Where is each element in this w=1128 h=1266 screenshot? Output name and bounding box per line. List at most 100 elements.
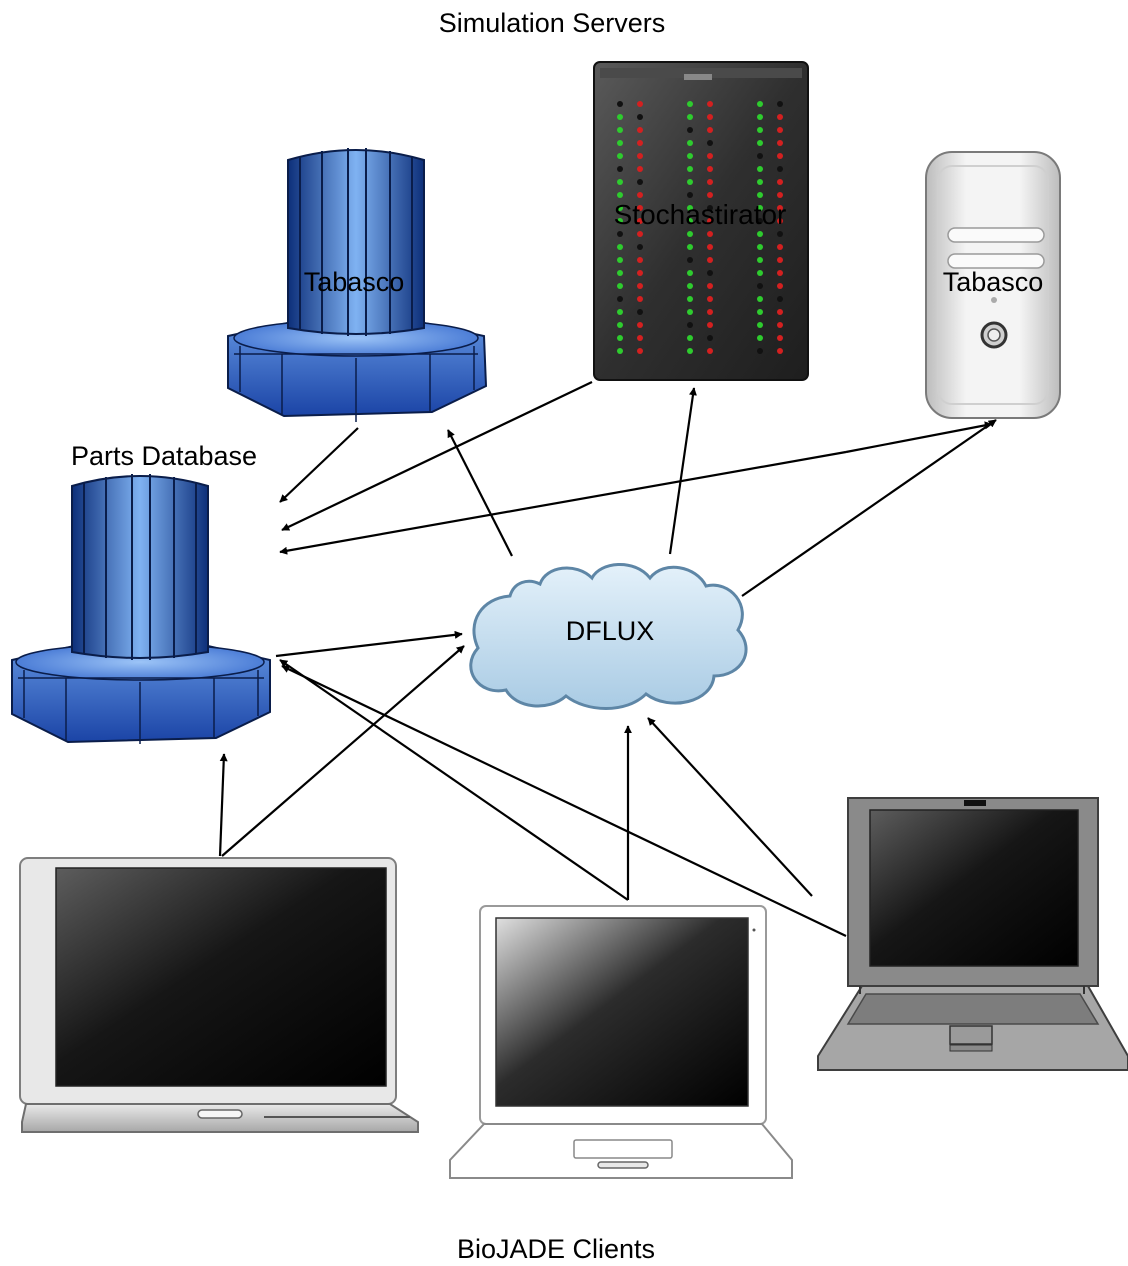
rack-led: [707, 218, 713, 224]
rack-led: [617, 283, 623, 289]
rack-led: [687, 283, 693, 289]
rack-led: [617, 127, 623, 133]
rack-led: [757, 309, 763, 315]
rack-led: [687, 322, 693, 328]
rack-led: [777, 140, 783, 146]
rack-led: [757, 270, 763, 276]
rack-led: [687, 309, 693, 315]
rack-led: [687, 127, 693, 133]
rack-led: [617, 101, 623, 107]
arrow-dflux-to-stochastirator: [668, 387, 697, 555]
arrow-parts-to-dflux: [275, 630, 463, 658]
rack-led: [637, 322, 643, 328]
rack-led: [757, 283, 763, 289]
rack-led: [637, 205, 643, 211]
rack-led: [637, 179, 643, 185]
rack-led: [777, 322, 783, 328]
rack-led: [617, 348, 623, 354]
rack-led: [777, 179, 783, 185]
connection-arrows: [218, 381, 997, 937]
rack-led: [757, 179, 763, 185]
rack-led: [777, 114, 783, 120]
rack-led: [637, 335, 643, 341]
rack-led: [617, 166, 623, 172]
rack-led: [637, 309, 643, 315]
rack-led: [617, 231, 623, 237]
rack-led: [687, 114, 693, 120]
rack-led: [777, 166, 783, 172]
rack-led: [637, 140, 643, 146]
tabasco-mac-icon[interactable]: [925, 151, 1061, 419]
rack-led: [777, 257, 783, 263]
simulation-servers-title: Simulation Servers: [438, 8, 666, 38]
rack-led: [757, 257, 763, 263]
rack-led: [707, 140, 713, 146]
tabasco-cray-label: Tabasco: [303, 267, 405, 297]
arrow-stochastirator-to-parts: [281, 381, 593, 531]
rack-led: [687, 101, 693, 107]
rack-led: [707, 335, 713, 341]
rack-led: [637, 231, 643, 237]
arrow-left-client-to-parts: [218, 753, 228, 857]
rack-led: [617, 296, 623, 302]
rack-led: [617, 140, 623, 146]
rack-led: [777, 348, 783, 354]
rack-led: [687, 296, 693, 302]
rack-led: [707, 244, 713, 250]
biojade-clients-title: BioJADE Clients: [456, 1234, 656, 1264]
rack-led: [707, 283, 713, 289]
rack-led: [707, 296, 713, 302]
rack-led: [707, 166, 713, 172]
rack-led: [707, 205, 713, 211]
rack-led: [707, 231, 713, 237]
rack-led: [637, 296, 643, 302]
rack-led: [777, 127, 783, 133]
rack-led: [637, 153, 643, 159]
rack-led: [617, 218, 623, 224]
rack-led: [707, 153, 713, 159]
rack-led: [757, 244, 763, 250]
arrow-mac-to-parts: [279, 450, 847, 555]
rack-led: [687, 166, 693, 172]
client-laptop-center-icon[interactable]: [449, 905, 793, 1179]
rack-led: [617, 114, 623, 120]
arrow-dflux-to-tabasco: [447, 429, 513, 557]
client-laptop-left-icon[interactable]: [19, 857, 419, 1133]
tabasco-cray-icon[interactable]: [227, 148, 488, 422]
dflux-cloud-icon[interactable]: [469, 563, 748, 710]
rack-led: [687, 257, 693, 263]
rack-led: [707, 257, 713, 263]
rack-led: [707, 127, 713, 133]
rack-led: [777, 153, 783, 159]
rack-led: [617, 335, 623, 341]
rack-led: [707, 309, 713, 315]
parts-database-icon[interactable]: [11, 474, 271, 744]
rack-led: [707, 179, 713, 185]
arrow-dflux-to-mac: [741, 419, 997, 597]
arrow-parts-to-mac: [845, 421, 993, 454]
rack-led: [687, 192, 693, 198]
rack-led: [617, 179, 623, 185]
rack-led: [687, 140, 693, 146]
rack-led: [757, 140, 763, 146]
rack-led: [617, 244, 623, 250]
rack-led: [757, 153, 763, 159]
rack-led: [637, 348, 643, 354]
rack-led: [687, 348, 693, 354]
parts-database-label: Parts Database: [70, 441, 258, 471]
rack-led: [637, 244, 643, 250]
rack-led: [637, 283, 643, 289]
rack-led: [617, 322, 623, 328]
arrow-right-client-to-dflux: [647, 717, 813, 897]
rack-led: [617, 309, 623, 315]
rack-led: [637, 192, 643, 198]
stochastirator-rack-icon[interactable]: [593, 61, 809, 381]
rack-led: [757, 127, 763, 133]
client-laptop-right-icon[interactable]: [817, 797, 1128, 1071]
rack-led: [687, 270, 693, 276]
rack-led: [757, 335, 763, 341]
stochastirator-label: Stochastirator: [613, 199, 787, 230]
rack-led: [617, 192, 623, 198]
rack-led: [757, 348, 763, 354]
